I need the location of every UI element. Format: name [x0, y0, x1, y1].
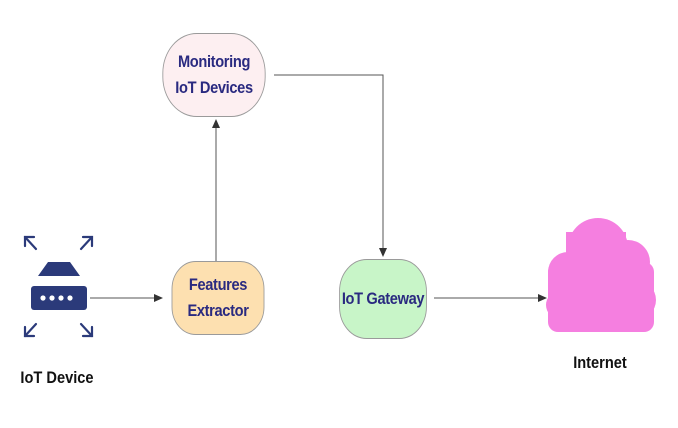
features-node-line2: Extractor	[187, 301, 249, 320]
cloud-icon	[546, 218, 656, 332]
iot-gateway-node[interactable]: IoT Gateway	[339, 259, 427, 339]
features-node-line1: Features	[188, 275, 248, 294]
monitoring-node-line2: IoT Devices	[175, 78, 253, 97]
edge-monitoring-to-gateway	[274, 74, 387, 257]
iot-device-icon	[23, 235, 94, 338]
internet-label: Internet	[573, 353, 627, 372]
iot-device-label: IoT Device	[20, 368, 94, 387]
monitoring-iot-devices-node[interactable]: Monitoring IoT Devices	[162, 33, 266, 117]
features-extractor-node[interactable]: Features Extractor	[171, 261, 265, 335]
monitoring-node-line1: Monitoring	[177, 52, 251, 71]
gateway-node-label: IoT Gateway	[341, 289, 425, 308]
